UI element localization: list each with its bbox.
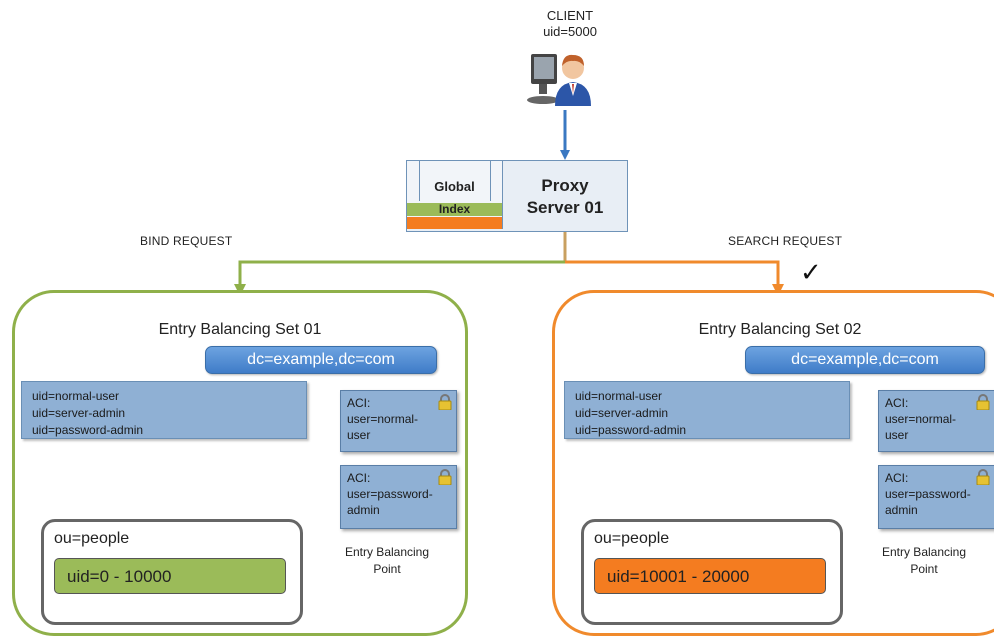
global-index-label: Global: [434, 179, 475, 194]
ebp-line1: Entry Balancing: [881, 545, 967, 559]
uid-item: uid=password-admin: [575, 423, 687, 437]
proxy-line2: Server 01: [526, 198, 604, 217]
aci-line: ACI:: [885, 396, 909, 410]
aci-line: ACI:: [347, 471, 371, 485]
uid-range-bar: uid=10001 - 20000: [594, 558, 826, 594]
aci-box-normal-user: ACI: user=normal- user: [340, 390, 457, 452]
aci-line: user=password-: [885, 487, 971, 501]
global-index-green-bar: Index: [407, 203, 502, 216]
global-index-sub-label: Index: [438, 202, 471, 216]
ebp-line2: Point: [910, 562, 938, 576]
uid-item: uid=password-admin: [32, 423, 144, 437]
ou-people-box: ou=people uid=10001 - 20000: [581, 519, 843, 625]
aci-line: user: [885, 428, 909, 442]
lock-icon: [438, 469, 452, 485]
lock-icon: [976, 469, 990, 485]
aci-line: admin: [885, 503, 918, 517]
client-uid: uid=5000: [543, 24, 597, 39]
aci-line: user: [347, 428, 371, 442]
uid-item: uid=server-admin: [575, 406, 669, 420]
aci-box-password-admin: ACI: user=password- admin: [878, 465, 994, 529]
proxy-server: Global Index Proxy Server 01: [406, 160, 628, 232]
ou-label: ou=people: [54, 530, 130, 547]
aci-box-password-admin: ACI: user=password- admin: [340, 465, 457, 529]
aci-line: user=normal-: [347, 412, 419, 426]
uid-list-box: uid=normal-user uid=server-admin uid=pas…: [21, 381, 307, 439]
aci-line: ACI:: [347, 396, 371, 410]
bind-request-label: BIND REQUEST: [140, 234, 233, 248]
entry-balancing-set-01: Entry Balancing Set 01 dc=example,dc=com…: [12, 290, 468, 636]
uid-range-bar: uid=0 - 10000: [54, 558, 286, 594]
ou-people-box: ou=people uid=0 - 10000: [41, 519, 303, 625]
client-title: CLIENT: [546, 8, 594, 23]
uid-item: uid=normal-user: [575, 389, 663, 403]
user-at-computer-icon: [527, 54, 591, 106]
dc-node: dc=example,dc=com: [205, 346, 437, 374]
aci-line: admin: [347, 503, 380, 517]
uid-list-box: uid=normal-user uid=server-admin uid=pas…: [564, 381, 850, 439]
checkmark-icon: ✓: [800, 258, 822, 288]
global-index-orange-bar: [407, 217, 502, 229]
entry-balancing-set-02: Entry Balancing Set 02 dc=example,dc=com…: [552, 290, 994, 636]
search-request-arrow: [565, 260, 784, 296]
global-index: Global Index: [407, 161, 503, 229]
aci-line: user=password-: [347, 487, 433, 501]
set-title: Entry Balancing Set 02: [698, 321, 862, 338]
client-label: CLIENT uid=5000: [520, 8, 620, 40]
proxy-label: Proxy Server 01: [503, 175, 627, 219]
aci-line: ACI:: [885, 471, 909, 485]
uid-item: uid=normal-user: [32, 389, 120, 403]
global-index-frame: [419, 161, 491, 201]
uid-item: uid=server-admin: [32, 406, 126, 420]
entry-balancing-point-label: Entry Balancing Point: [337, 544, 437, 578]
aci-line: user=normal-: [885, 412, 957, 426]
ou-label: ou=people: [594, 530, 670, 547]
entry-balancing-point-label: Entry Balancing Point: [874, 544, 974, 578]
search-request-label: SEARCH REQUEST: [728, 234, 843, 248]
dc-node: dc=example,dc=com: [745, 346, 985, 374]
lock-icon: [438, 394, 452, 410]
proxy-line1: Proxy: [541, 176, 589, 195]
set-title: Entry Balancing Set 01: [158, 321, 322, 338]
ebp-line1: Entry Balancing: [344, 545, 430, 559]
ebp-line2: Point: [373, 562, 401, 576]
bind-request-arrow: [234, 260, 565, 296]
aci-box-normal-user: ACI: user=normal- user: [878, 390, 994, 452]
lock-icon: [976, 394, 990, 410]
